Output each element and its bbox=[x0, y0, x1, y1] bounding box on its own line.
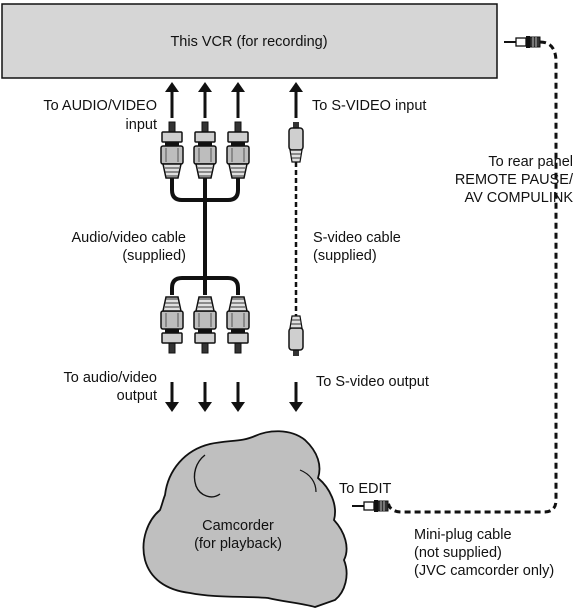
arrow-up-svideo bbox=[289, 82, 303, 118]
label-av-cable-1: Audio/video cable bbox=[72, 230, 186, 246]
arrow-up-audio-3 bbox=[231, 82, 245, 118]
arrow-up-audio-1 bbox=[165, 82, 179, 118]
label-to-edit: To EDIT bbox=[339, 481, 392, 497]
audio-video-cable bbox=[170, 178, 240, 295]
mini-plug-top bbox=[503, 35, 541, 49]
label-to-svideo-input: To S-VIDEO input bbox=[312, 98, 426, 114]
label-av-cable-2: (supplied) bbox=[122, 248, 186, 264]
svideo-plug-bottom bbox=[288, 315, 304, 357]
arrow-down-audio-1 bbox=[165, 382, 179, 412]
rca-plug-top-1 bbox=[160, 121, 184, 179]
arrow-up-audio-2 bbox=[198, 82, 212, 118]
label-to-av-output-2: output bbox=[117, 388, 157, 404]
vcr-label: This VCR (for recording) bbox=[170, 34, 327, 50]
label-miniplug-1: Mini-plug cable bbox=[414, 527, 512, 543]
rca-plug-top-2 bbox=[193, 121, 217, 179]
arrow-down-audio-2 bbox=[198, 382, 212, 412]
label-to-av-output-1: To audio/video bbox=[63, 370, 157, 386]
arrow-down-audio-3 bbox=[231, 382, 245, 412]
label-rear-panel-2: REMOTE PAUSE/ bbox=[455, 172, 574, 188]
rca-plug-bottom-2 bbox=[193, 296, 217, 354]
vcr-box bbox=[1, 3, 498, 79]
miniplug-cable bbox=[386, 40, 558, 514]
camcorder-label-2: (for playback) bbox=[194, 536, 282, 552]
rca-plug-bottom-1 bbox=[160, 296, 184, 354]
mini-plug-bottom bbox=[351, 499, 389, 513]
camcorder-grip bbox=[299, 469, 317, 493]
label-svideo-cable-1: S-video cable bbox=[313, 230, 401, 246]
label-to-svideo-output: To S-video output bbox=[316, 374, 429, 390]
label-rear-panel-1: To rear panel bbox=[488, 154, 573, 170]
rca-plug-top-3 bbox=[226, 121, 250, 179]
label-miniplug-2: (not supplied) bbox=[414, 545, 502, 561]
label-to-av-input-2: input bbox=[126, 117, 157, 133]
rca-plug-bottom-3 bbox=[226, 296, 250, 354]
label-rear-panel-3: AV COMPULINK bbox=[464, 190, 573, 206]
label-miniplug-3: (JVC camcorder only) bbox=[414, 563, 554, 579]
label-to-av-input-1: To AUDIO/VIDEO bbox=[43, 98, 157, 114]
camcorder-label-1: Camcorder bbox=[202, 518, 274, 534]
camcorder-lens-hood bbox=[193, 454, 221, 498]
label-svideo-cable-2: (supplied) bbox=[313, 248, 377, 264]
arrow-down-svideo bbox=[289, 382, 303, 412]
svideo-plug-top bbox=[288, 121, 304, 163]
